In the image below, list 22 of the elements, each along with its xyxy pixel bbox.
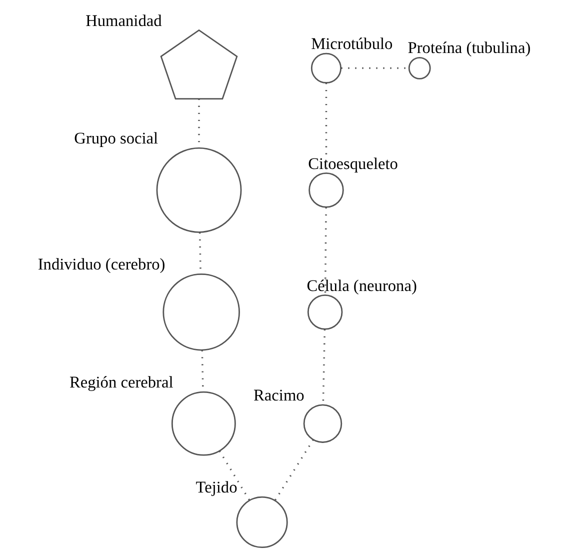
node-label: Humanidad [85, 10, 162, 30]
node-circle [170, 391, 236, 456]
connector [274, 439, 314, 501]
node-circle [236, 496, 288, 548]
node-circle [408, 56, 430, 80]
node-circle [308, 172, 344, 208]
node-label: Proteína (tubulina) [407, 38, 530, 58]
node-label: Tejido [195, 478, 237, 497]
node-label: Citoesqueleto [308, 154, 398, 173]
node-label: Grupo social [74, 128, 158, 148]
node-circle [162, 273, 240, 351]
node-picture [160, 29, 238, 100]
node-label: Microtúbulo [310, 34, 392, 54]
node-circle [302, 404, 342, 443]
node-circle [310, 52, 342, 84]
node-label: Región cerebral [68, 372, 173, 392]
node-label: Individuo (cerebro) [37, 254, 165, 274]
connector [218, 450, 250, 501]
node-label: Célula (neurona) [306, 276, 416, 295]
node-circle [156, 147, 242, 233]
node-label: Racimo [253, 385, 304, 404]
node-circle [306, 294, 342, 330]
